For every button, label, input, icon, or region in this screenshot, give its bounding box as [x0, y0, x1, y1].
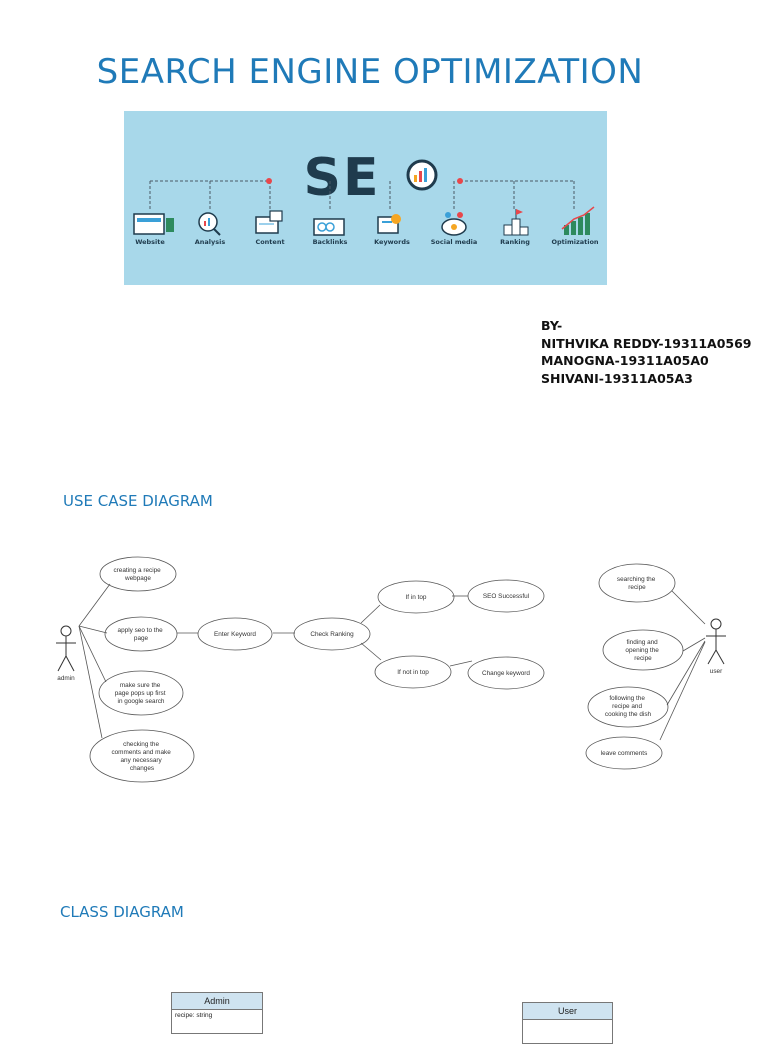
connector-dot-left	[266, 178, 272, 184]
optimization-icon	[561, 206, 595, 235]
use-case-page-first: make sure the page pops up first in goog…	[115, 682, 168, 705]
website-icon	[133, 213, 174, 235]
class-name: User	[523, 1003, 612, 1020]
backlinks-icon	[313, 218, 345, 236]
author-name: NITHVIKA REDDY-19311A0569	[541, 335, 752, 351]
use-case-if-not-in-top: If not in top	[397, 669, 429, 676]
admin-actor-icon	[56, 625, 76, 672]
use-case-change-keyword: Change keyword	[482, 670, 530, 677]
admin-actor-label: admin	[57, 675, 75, 682]
banner-label: Website	[135, 238, 165, 246]
magnifier-icon	[406, 159, 438, 191]
author-block: BY- NITHVIKA REDDY-19311A0569 MANOGNA-19…	[541, 317, 752, 387]
banner-label: Analysis	[195, 238, 226, 246]
use-case-seo-successful: SEO Successful	[483, 593, 529, 600]
user-actor-icon	[706, 618, 726, 665]
use-case-apply-seo: apply seo to the page	[118, 627, 165, 642]
banner-label: Optimization	[551, 238, 598, 246]
use-case-leave-comments: leave comments	[601, 750, 648, 757]
banner-label: Social media	[431, 238, 478, 246]
connector-dot-right	[457, 178, 463, 184]
banner-label: Ranking	[500, 238, 530, 246]
class-diagram-heading: CLASS DIAGRAM	[60, 903, 184, 921]
class-name: Admin	[172, 993, 262, 1010]
seo-logo-text: SE	[304, 148, 381, 208]
analysis-icon	[198, 212, 221, 236]
author-name: MANOGNA-19311A05A0	[541, 353, 709, 368]
connector-lines	[149, 180, 575, 211]
author-name: SHIVANI-19311A05A3	[541, 370, 693, 386]
use-case-heading: USE CASE DIAGRAM	[63, 492, 213, 510]
banner-label: Keywords	[374, 238, 410, 246]
page-title: SEARCH ENGINE OPTIMIZATION	[96, 52, 644, 92]
content-icon	[255, 210, 283, 234]
banner-label: Content	[255, 238, 284, 246]
use-case-enter-keyword: Enter Keyword	[214, 631, 256, 638]
ranking-icon	[503, 209, 529, 236]
use-case-creating-recipe: creating a recipe webpage	[113, 567, 162, 582]
by-label: BY-	[541, 318, 563, 333]
banner-label: Backlinks	[313, 238, 348, 246]
user-actor-label: user	[710, 668, 723, 675]
use-case-following-recipe: following the recipe and cooking the dis…	[605, 695, 652, 718]
use-case-check-comments: checking the comments and make any neces…	[111, 741, 172, 772]
seo-banner: SE Web	[124, 111, 607, 285]
social-media-icon	[441, 212, 467, 236]
class-box-user: User	[522, 1002, 613, 1044]
use-case-diagram: admin user creating a recipe webpage app…	[0, 540, 768, 800]
use-case-searching-recipe: searching the recipe	[617, 576, 657, 591]
use-case-finding-recipe: finding and opening the recipe	[625, 639, 660, 662]
class-box-admin: Admin recipe: string	[171, 992, 263, 1034]
use-case-if-in-top: If in top	[406, 594, 427, 601]
use-case-svg: admin user creating a recipe webpage app…	[56, 556, 726, 783]
seo-banner-graphic: SE Web	[133, 148, 599, 246]
keywords-icon	[377, 214, 401, 234]
use-case-check-ranking: Check Ranking	[310, 631, 354, 638]
class-attribute: recipe: string	[175, 1012, 213, 1019]
